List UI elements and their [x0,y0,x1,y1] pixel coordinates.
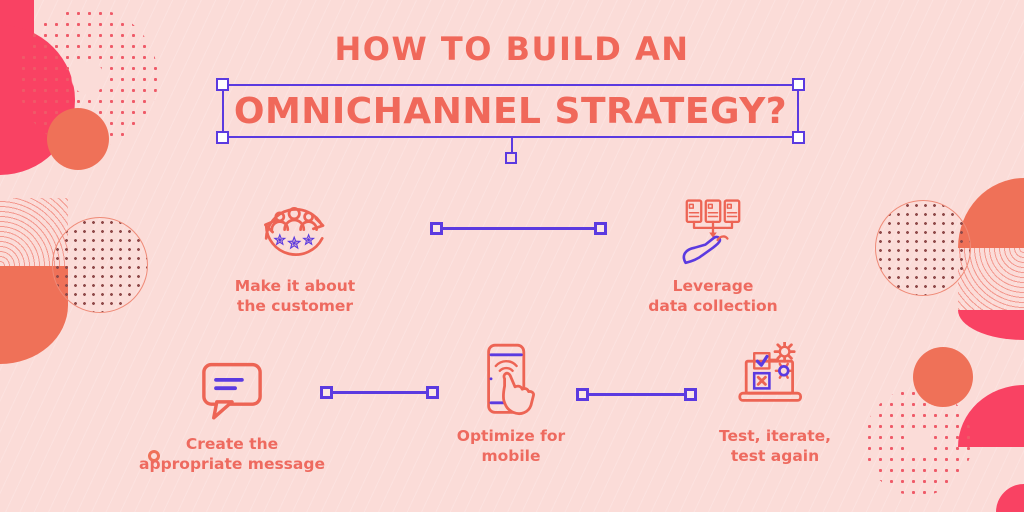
data-collection-icon [682,199,741,265]
bottomright-corner-crimson-shape [996,484,1024,512]
selection-stem-line [510,136,513,152]
connector-handle-start[interactable] [430,222,443,235]
page-title-line1: HOW TO BUILD AN [334,30,690,68]
left-dot-grid-circle-pattern [52,217,148,313]
selection-handle-bottom-center[interactable] [504,152,517,164]
connector-handle-end[interactable] [684,388,697,401]
connector-line-3[interactable] [576,388,697,401]
speech-bubble-icon [202,362,262,420]
right-crimson-slab-shape [958,310,1024,340]
connector-handle-end[interactable] [594,222,607,235]
step-label: Optimize for mobile [456,427,566,465]
title-selection-box[interactable]: OMNICHANNEL STRATEGY? [216,78,805,164]
step-label: Test, iterate, test again [718,427,832,465]
step-create-appropriate-message: Create the appropriate message [127,354,337,475]
selection-handle-bottomleft[interactable] [216,131,229,144]
connector-handle-end[interactable] [426,386,439,399]
step-label: Create the appropriate message [139,435,325,473]
selection-handle-bottomright[interactable] [792,131,805,144]
right-dot-grid-circle-pattern [875,200,971,296]
selection-handle-topright[interactable] [792,78,805,91]
step-leverage-data-collection: Leverage data collection [608,196,818,317]
step-make-it-about-customer: Make it about the customer [190,192,400,317]
page-title-line2: OMNICHANNEL STRATEGY? [233,90,788,132]
left-small-ring-shape [148,450,160,462]
customer-loop-icon [264,207,325,256]
connector-handle-start[interactable] [320,386,333,399]
connector-line-2[interactable] [320,386,439,399]
bottomright-coral-circle-shape [913,347,973,407]
mobile-tap-icon [487,343,535,416]
step-label: Make it about the customer [234,277,356,315]
connector-handle-start[interactable] [576,388,589,401]
step-test-iterate: Test, iterate, test again [670,342,880,467]
laptop-checklist-icon [738,342,802,402]
topleft-coral-circle-shape [47,108,109,170]
step-optimize-for-mobile: Optimize for mobile [406,342,616,467]
step-label: Leverage data collection [648,277,778,315]
connector-line-1[interactable] [430,222,607,235]
bottomright-dot-spiral-pattern [864,388,972,496]
selection-handle-topleft[interactable] [216,78,229,91]
